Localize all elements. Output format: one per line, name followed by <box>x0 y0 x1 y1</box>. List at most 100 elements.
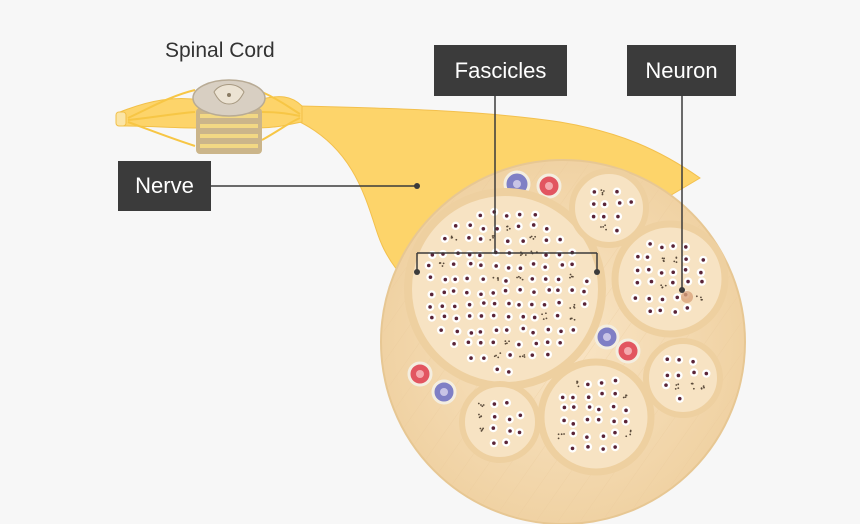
nucleus-speck <box>629 430 632 433</box>
axon-core <box>571 328 576 332</box>
axon-core <box>465 290 469 295</box>
nucleus-speck <box>605 228 607 231</box>
nucleus-speck <box>625 394 628 397</box>
axon-core <box>586 445 590 449</box>
nucleus-speck <box>675 257 678 259</box>
axon-core <box>677 358 681 362</box>
axon-core <box>469 356 473 360</box>
axon-core <box>582 302 587 306</box>
axon-core <box>700 279 704 284</box>
axon-core <box>570 288 574 292</box>
axon-core <box>491 291 496 295</box>
axon-core <box>560 395 565 400</box>
axon-core <box>556 288 560 293</box>
axon-core <box>503 288 508 293</box>
nucleus-speck <box>664 284 667 287</box>
axon-core <box>530 302 534 307</box>
nucleus-speck <box>604 224 607 227</box>
fascicles-leader-dot-left <box>414 269 420 275</box>
nerve-leader-dot <box>414 183 420 189</box>
axon-core <box>557 252 562 257</box>
axon-core <box>686 279 690 284</box>
axon-core <box>673 310 678 314</box>
nucleus-speck <box>492 276 495 279</box>
axon-core <box>492 402 497 406</box>
nucleus-speck <box>573 318 576 321</box>
nucleus-speck <box>479 427 482 430</box>
axon-core <box>467 236 471 240</box>
axon-core <box>704 371 709 376</box>
axon-core <box>505 239 510 243</box>
axon-core <box>517 342 521 347</box>
axon-core <box>542 302 547 307</box>
axon-core <box>453 224 458 228</box>
axon-core <box>521 314 526 319</box>
nucleus-speck <box>675 261 678 264</box>
axon-core <box>530 277 535 281</box>
nucleus-speck <box>569 307 572 309</box>
axon-core <box>597 407 601 412</box>
axon-core <box>685 306 690 310</box>
axon-core <box>599 381 604 385</box>
axon-core <box>559 329 563 334</box>
axon-core <box>467 314 472 318</box>
axon-core <box>491 340 496 345</box>
nucleus-speck <box>519 355 521 358</box>
axon-core <box>426 263 431 268</box>
nucleus-speck <box>504 340 507 343</box>
spinal-nerve-roots <box>115 96 303 129</box>
nucleus-speck <box>661 257 664 260</box>
neuron-label: Neuron <box>627 45 736 96</box>
nucleus-speck <box>602 225 605 228</box>
axon-core <box>530 353 535 357</box>
axon-core <box>649 279 654 284</box>
axon-core <box>468 223 473 227</box>
nucleus-speck <box>477 402 480 405</box>
axon-core <box>613 378 618 383</box>
nucleus-speck <box>663 257 666 260</box>
axon-core <box>478 253 482 258</box>
nucleus-speck <box>506 342 508 345</box>
axon-core <box>506 370 511 374</box>
nucleus-speck <box>482 404 485 406</box>
nucleus-speck <box>577 385 580 388</box>
axon-core <box>430 315 434 320</box>
nucleus-speck <box>506 225 508 228</box>
nucleus-speck <box>521 278 524 281</box>
axon-core <box>478 330 483 334</box>
axon-core <box>587 405 592 409</box>
nucleus-speck <box>701 298 703 301</box>
nerve-root-fibers <box>127 89 301 147</box>
axon-core <box>560 263 565 267</box>
axon-core <box>601 214 606 219</box>
axon-core <box>453 277 457 282</box>
nucleus-speck <box>675 384 678 386</box>
nucleus-speck <box>530 250 533 253</box>
nucleus-speck <box>573 303 576 306</box>
nucleus-speck <box>497 356 500 359</box>
nucleus-speck <box>519 254 522 257</box>
nucleus-speck <box>499 352 502 355</box>
axon-core <box>442 314 447 319</box>
nucleus-speck <box>702 385 705 388</box>
axon-core <box>659 271 664 275</box>
axon-core <box>543 277 548 281</box>
axon-core <box>454 316 459 321</box>
axon-core <box>592 190 597 194</box>
nucleus-speck <box>455 238 458 241</box>
axon-core <box>442 290 447 295</box>
axon-core <box>440 304 445 308</box>
nucleus-speck <box>661 286 664 289</box>
nucleus-speck <box>600 189 603 192</box>
axon-core <box>585 417 590 422</box>
nucleus-speck <box>569 318 572 320</box>
nucleus-speck <box>601 193 604 196</box>
axon-core <box>531 262 536 266</box>
axon-core <box>558 237 562 242</box>
fascicles-group <box>404 168 729 476</box>
axon-core <box>544 253 548 257</box>
nucleus-speck <box>557 433 560 436</box>
axon-core <box>543 265 547 269</box>
axon-core <box>518 266 523 271</box>
axon-core <box>571 431 576 436</box>
